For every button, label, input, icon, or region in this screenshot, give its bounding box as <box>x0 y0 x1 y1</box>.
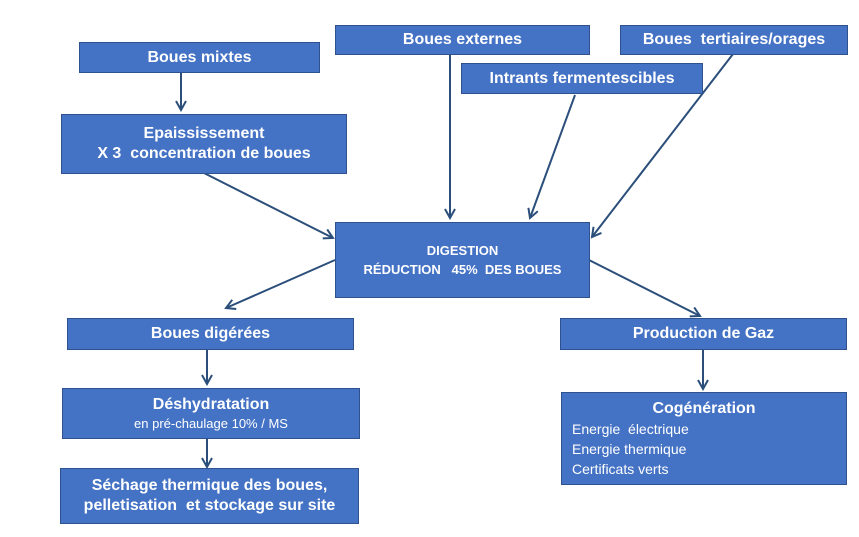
node-boues-mixtes: Boues mixtes <box>79 42 320 73</box>
node-subtitle: en pré-chaulage 10% / MS <box>134 416 288 431</box>
arrow-digestion-to-boues-digerees <box>226 259 336 308</box>
node-digestion: DIGESTION RÉDUCTION 45% DES BOUES <box>335 222 590 298</box>
node-line-1: Séchage thermique des boues, <box>91 477 328 494</box>
node-sechage-thermique: Séchage thermique des boues, pelletisati… <box>60 468 359 524</box>
node-label: Production de Gaz <box>632 325 775 342</box>
node-production-de-gaz: Production de Gaz <box>560 318 847 350</box>
arrow-digestion-to-production-gaz <box>588 259 700 316</box>
node-subtitle: X 3 concentration de boues <box>97 145 311 162</box>
node-deshydratation: Déshydratation en pré-chaulage 10% / MS <box>62 388 360 439</box>
cogeneration-item: Certificats verts <box>572 461 669 477</box>
node-label: Boues externes <box>402 31 523 48</box>
arrow-boues-tertiaires-to-digestion <box>592 53 734 237</box>
arrow-intrants-to-digestion <box>530 94 576 218</box>
node-boues-tertiaires-orages: Boues tertiaires/orages <box>620 25 848 55</box>
node-label: Boues digérées <box>150 325 271 342</box>
node-title: Cogénération <box>652 400 756 417</box>
arrow-epaississement-to-digestion <box>203 172 333 238</box>
cogeneration-item: Energie électrique <box>572 421 689 437</box>
node-intrants-fermentescibles: Intrants fermentescibles <box>461 63 703 94</box>
cogeneration-item: Energie thermique <box>572 441 687 457</box>
node-subtitle: RÉDUCTION 45% DES BOUES <box>363 262 562 277</box>
node-label: Intrants fermentescibles <box>489 69 675 87</box>
node-cogeneration: Cogénération Energie électrique Energie … <box>561 392 847 485</box>
node-label: Boues tertiaires/orages <box>642 31 826 48</box>
node-title: Epaississement <box>143 125 265 142</box>
node-boues-externes: Boues externes <box>335 25 590 55</box>
node-line-2: pelletisation et stockage sur site <box>83 497 336 514</box>
node-title: Déshydratation <box>152 396 270 413</box>
node-label: Boues mixtes <box>147 48 252 66</box>
node-epaississement: Epaississement X 3 concentration de boue… <box>61 114 347 174</box>
node-boues-digerees: Boues digérées <box>67 318 354 350</box>
node-title: DIGESTION <box>426 243 499 258</box>
